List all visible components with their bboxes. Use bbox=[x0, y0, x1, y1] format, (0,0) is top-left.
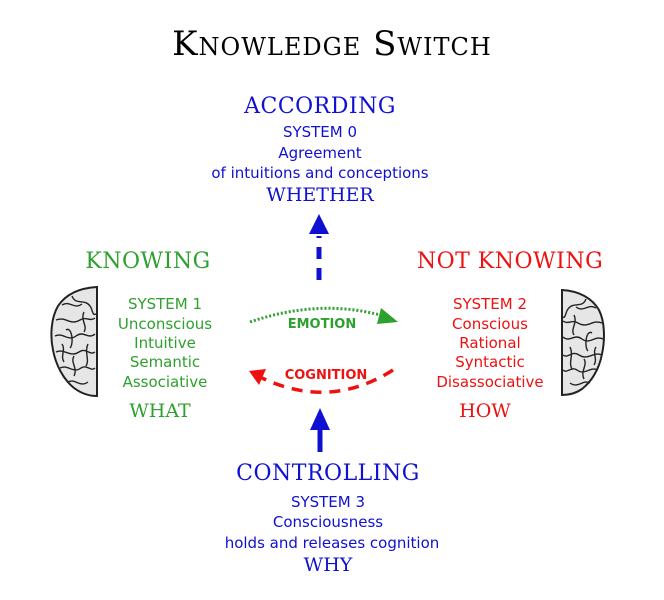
right-line-4: Disassociative bbox=[436, 373, 544, 391]
left-footer: WHAT bbox=[129, 400, 191, 422]
left-line-1: Unconscious bbox=[117, 315, 213, 333]
diagram-title: Knowledge Switch bbox=[172, 24, 492, 64]
right-footer: HOW bbox=[459, 400, 511, 422]
top-system-label: SYSTEM 0 bbox=[282, 123, 358, 141]
bottom-footer: WHY bbox=[303, 554, 353, 576]
top-line-1: Agreement bbox=[278, 144, 362, 162]
bottom-heading: CONTROLLING bbox=[236, 461, 420, 486]
left-line-3: Semantic bbox=[129, 353, 201, 371]
cognition-label: COGNITION bbox=[285, 368, 368, 383]
top-line-2: of intuitions and conceptions bbox=[211, 164, 429, 182]
left-line-4: Associative bbox=[122, 373, 208, 391]
emotion-arrow bbox=[249, 306, 398, 324]
right-line-1: Conscious bbox=[452, 315, 528, 333]
left-heading: KNOWING bbox=[85, 249, 211, 274]
bottom-line-1: Consciousness bbox=[272, 513, 384, 531]
upward-dashed-arrow bbox=[309, 214, 329, 280]
cognition-arrow bbox=[249, 368, 394, 394]
left-system-label: SYSTEM 1 bbox=[127, 295, 203, 313]
left-line-2: Intuitive bbox=[134, 334, 196, 352]
right-line-2: Rational bbox=[459, 334, 521, 352]
emotion-label: EMOTION bbox=[288, 317, 357, 332]
top-heading: ACCORDING bbox=[244, 94, 396, 119]
right-line-3: Syntactic bbox=[455, 353, 525, 371]
brain-right-hemisphere-icon bbox=[561, 288, 605, 397]
top-footer: WHETHER bbox=[266, 184, 374, 206]
right-system-label: SYSTEM 2 bbox=[452, 295, 528, 313]
brain-left-hemisphere-icon bbox=[50, 285, 98, 398]
right-heading: NOT KNOWING bbox=[416, 249, 604, 274]
bottom-system-label: SYSTEM 3 bbox=[290, 493, 366, 511]
bottom-line-2: holds and releases cognition bbox=[224, 534, 440, 552]
upward-solid-arrow bbox=[310, 408, 330, 452]
